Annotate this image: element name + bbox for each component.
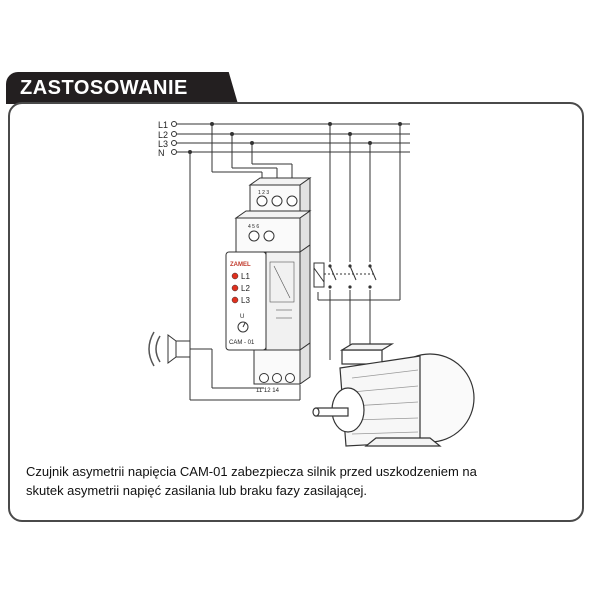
caption-line-2: skutek asymetrii napięć zasilania lub br… bbox=[26, 483, 368, 498]
section-title: ZASTOSOWANIE bbox=[20, 77, 188, 99]
led-label-l3: L3 bbox=[241, 296, 250, 305]
motor bbox=[312, 343, 475, 447]
knob-label: U bbox=[240, 314, 244, 320]
siren-icon bbox=[148, 331, 264, 389]
supply-lines bbox=[175, 123, 410, 153]
section-title-tab: ZASTOSOWANIE bbox=[6, 72, 238, 104]
caption: Czujnik asymetrii napięcia CAM-01 zabezp… bbox=[26, 462, 546, 500]
line-label-l3: L3 bbox=[158, 139, 168, 149]
terminal-label: 11 12 14 bbox=[256, 388, 280, 394]
led-l2 bbox=[231, 284, 239, 292]
line-terminals bbox=[171, 121, 177, 155]
content-frame bbox=[8, 102, 584, 522]
device-feed-wires bbox=[189, 124, 401, 401]
device-brand: ZAMEL bbox=[230, 262, 251, 268]
terminal-label: 1 2 3 bbox=[258, 190, 269, 196]
line-label-l2: L2 bbox=[158, 130, 168, 140]
led-l1 bbox=[231, 272, 239, 280]
contactor-wires bbox=[317, 124, 400, 360]
device-model: CAM - 01 bbox=[229, 340, 255, 346]
line-label-l1: L1 bbox=[158, 120, 168, 130]
cam01-device: 1 2 3 4 5 6 ZAMEL L1 L2 L3 U CAM - 01 bbox=[225, 177, 312, 394]
led-l3 bbox=[231, 296, 239, 304]
line-label-n: N bbox=[158, 148, 165, 158]
led-label-l2: L2 bbox=[241, 284, 250, 293]
terminal-label: 4 5 6 bbox=[248, 224, 259, 230]
contactor bbox=[313, 262, 377, 289]
led-label-l1: L1 bbox=[241, 272, 250, 281]
caption-line-1: Czujnik asymetrii napięcia CAM-01 zabezp… bbox=[26, 464, 477, 479]
